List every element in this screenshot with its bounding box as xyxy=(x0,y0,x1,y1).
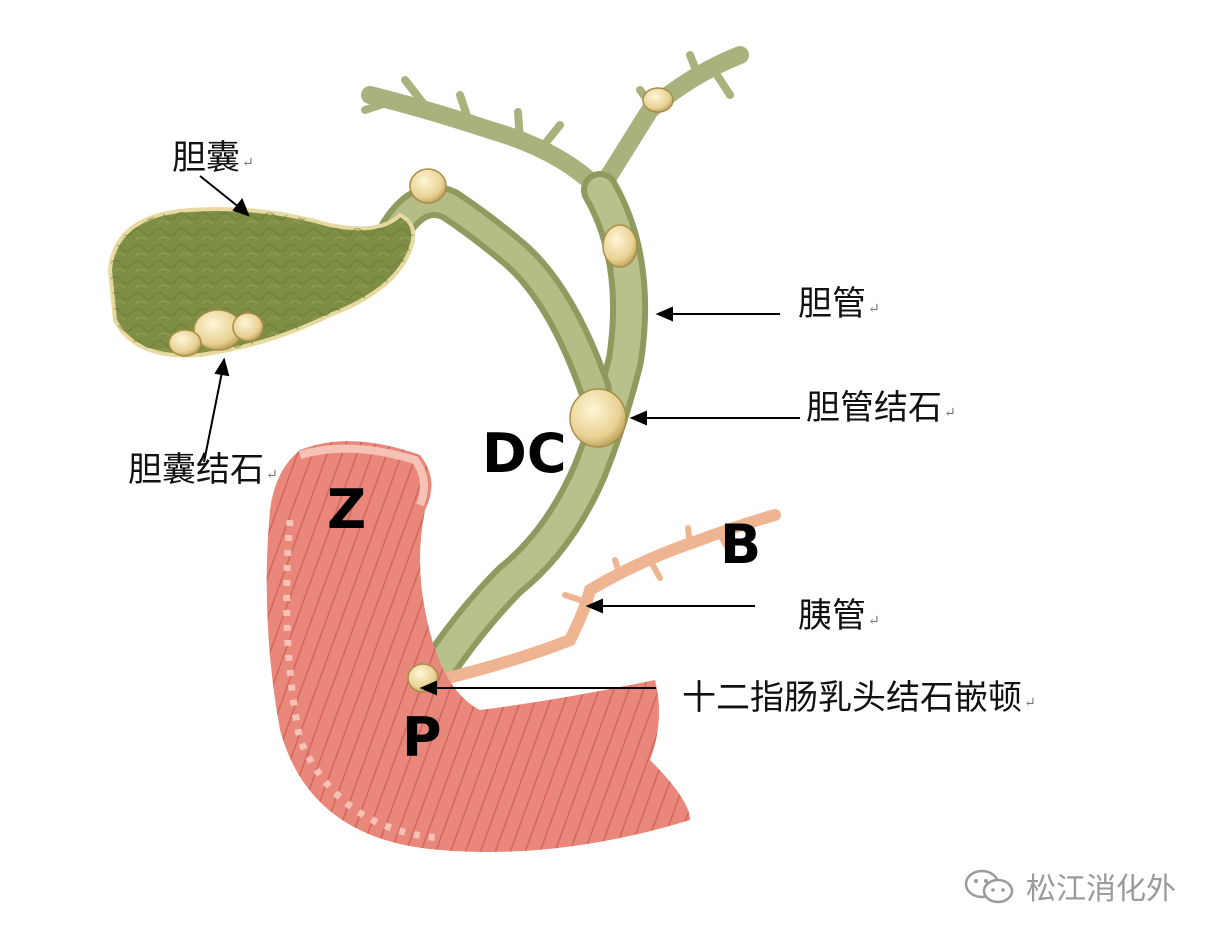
gallstones xyxy=(168,87,674,693)
watermark: 松江消化外 xyxy=(962,864,1176,908)
letter-z: Z xyxy=(327,478,367,541)
gallbladder-label: 胆囊↵ xyxy=(172,138,254,178)
duodenum xyxy=(266,441,690,852)
bile-duct-stone-label: 胆管结石↵ xyxy=(806,388,956,428)
papilla-impaction-label: 十二指肠乳头结石嵌顿↵ xyxy=(682,678,1036,718)
letter-p: P xyxy=(402,706,442,769)
wechat-icon xyxy=(964,869,1014,904)
pointer-arrows xyxy=(199,175,800,696)
gallbladder-stone-label: 胆囊结石↵ xyxy=(128,450,278,490)
pancreatic-duct-label: 胰管↵ xyxy=(798,596,880,636)
letter-dc: DC xyxy=(482,422,567,485)
gallbladder xyxy=(107,207,416,358)
watermark-text: 松江消化外 xyxy=(1026,872,1176,907)
letter-b: B xyxy=(720,513,762,576)
bile-duct-label: 胆管↵ xyxy=(798,284,880,324)
hepatic-duct-branches xyxy=(361,46,749,199)
pancreatic-duct xyxy=(434,509,781,686)
